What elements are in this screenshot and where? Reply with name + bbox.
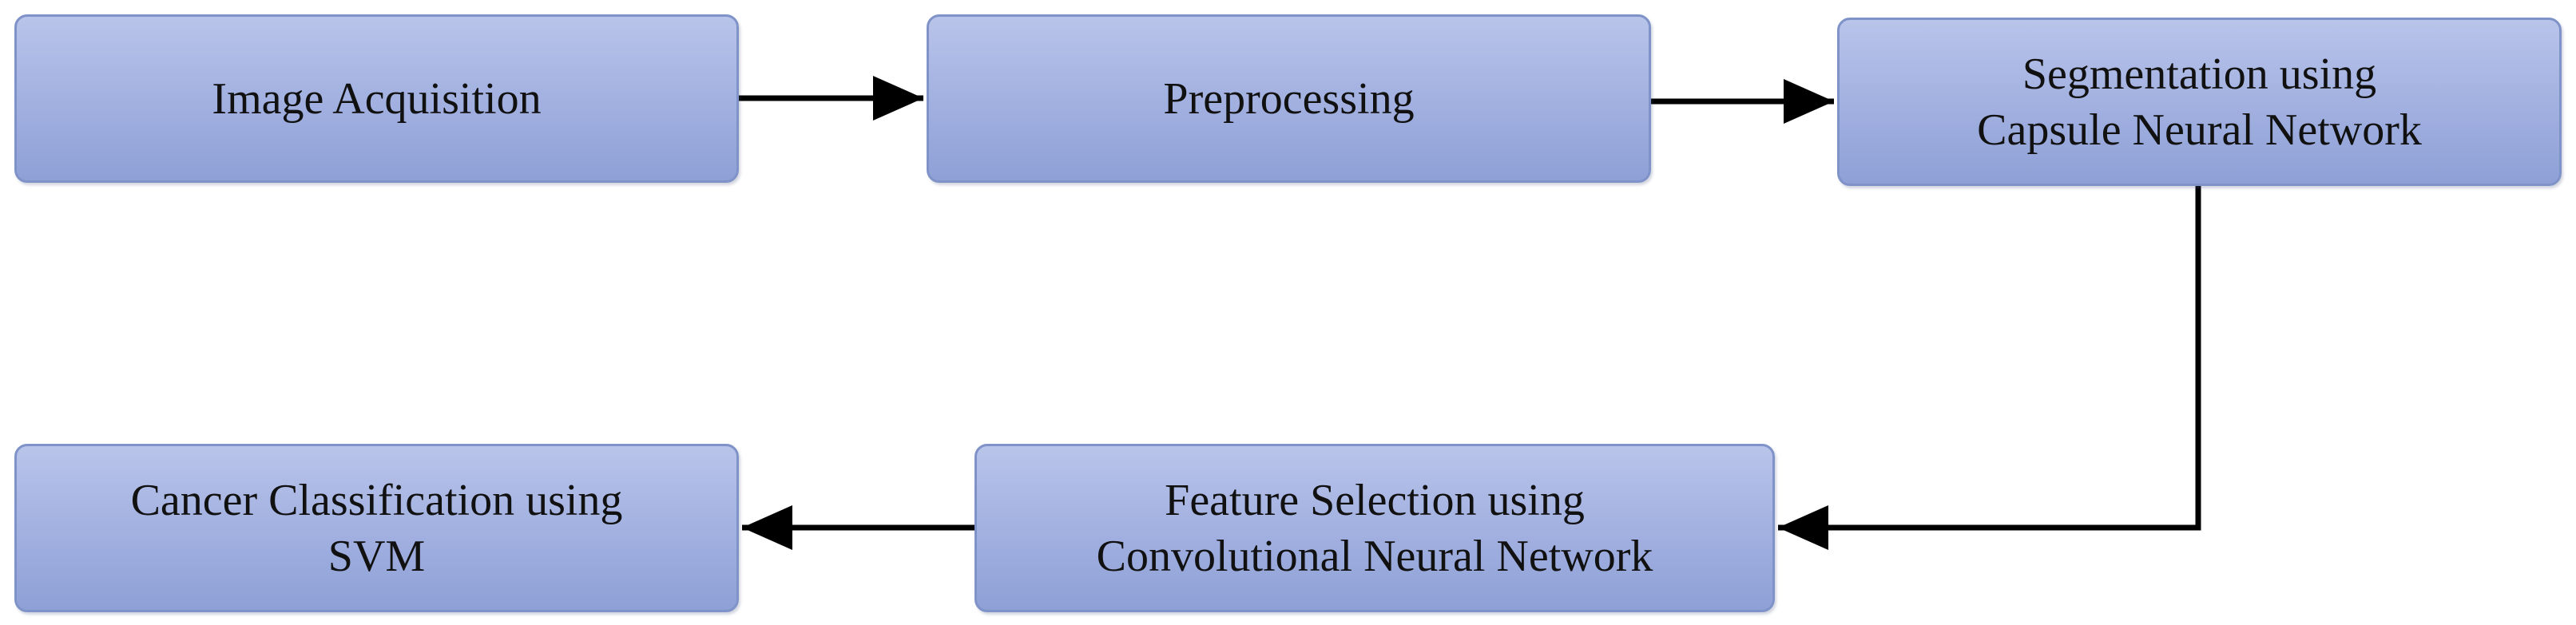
node-label: Cancer Classification using SVM	[130, 475, 623, 581]
node-image-acquisition: Image Acquisition	[14, 14, 739, 183]
node-preprocessing: Preprocessing	[927, 14, 1651, 183]
node-label: Feature Selection using Convolutional Ne…	[1096, 475, 1653, 581]
node-label: Image Acquisition	[212, 73, 542, 124]
node-label: Segmentation using Capsule Neural Networ…	[1977, 49, 2422, 155]
node-segmentation: Segmentation using Capsule Neural Networ…	[1837, 18, 2562, 186]
node-cancer-classification: Cancer Classification using SVM	[14, 444, 739, 612]
arrow-segmentation-to-feature-selection	[1778, 186, 2201, 550]
node-feature-selection: Feature Selection using Convolutional Ne…	[974, 444, 1775, 612]
node-label: Preprocessing	[1163, 73, 1415, 124]
